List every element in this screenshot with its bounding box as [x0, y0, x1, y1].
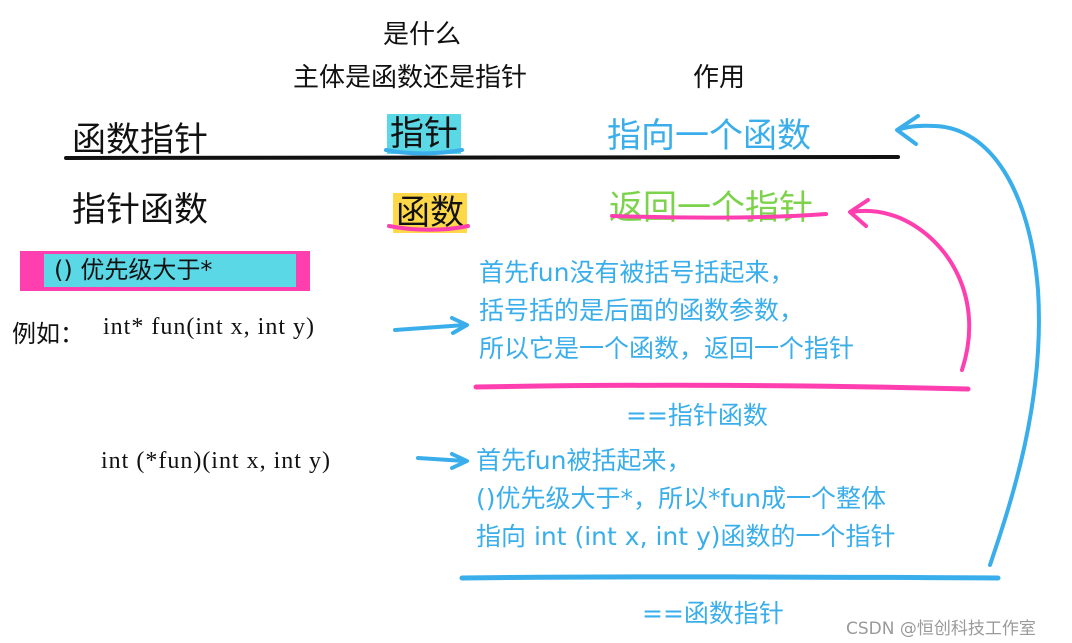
- example-1-code: int* fun(int x, int y): [103, 314, 315, 340]
- arrow-example-2: [416, 456, 467, 463]
- example-2-code: int (*fun)(int x, int y): [101, 448, 331, 474]
- watermark: CSDN @恒创科技工作室: [846, 619, 1036, 639]
- pink-curve-arrow: [850, 208, 972, 372]
- example-2-equals: ==函数指针: [642, 599, 784, 628]
- example-1-equals: ==指针函数: [626, 401, 768, 430]
- header-subject-question: 主体是函数还是指针: [293, 63, 528, 93]
- example-1-line-2: 括号括的是后面的函数参数，: [479, 296, 805, 325]
- underline-pointer: [384, 148, 464, 156]
- header-function-role: 作用: [693, 63, 746, 93]
- example-2-explanation: 首先fun被括起来， ()优先级大于*，所以*fun成一个整体 指向 int (…: [476, 442, 896, 556]
- example-label: 例如：: [12, 320, 84, 348]
- example-2-line-1: 首先fun被括起来，: [476, 446, 692, 475]
- subject-pointer-text: 指针: [387, 114, 461, 154]
- underline-example-2: [459, 574, 1001, 581]
- underline-function: [387, 224, 470, 232]
- role-points-to-function: 指向一个函数: [607, 116, 811, 156]
- example-2-line-2: ()优先级大于*，所以*fun成一个整体: [476, 484, 886, 513]
- role-returns-pointer: 返回一个指针: [609, 188, 813, 228]
- term-pointer-function: 指针函数: [72, 190, 208, 230]
- example-1-line-1: 首先fun没有被括号括起来，: [479, 258, 795, 287]
- example-1-explanation: 首先fun没有被括号括起来， 括号括的是后面的函数参数， 所以它是一个函数，返回…: [479, 254, 854, 368]
- arrow-example-1: [393, 323, 467, 332]
- blue-curve-arrow: [896, 123, 1041, 567]
- term-function-pointer: 函数指针: [72, 120, 208, 160]
- subject-pointer: 指针: [387, 106, 461, 155]
- divider-line: [64, 155, 900, 160]
- header-what-is-it: 是什么: [383, 20, 462, 50]
- precedence-rule-text: () 优先级大于*: [44, 254, 296, 287]
- underline-example-1: [473, 382, 971, 392]
- precedence-rule-box: () 优先级大于*: [20, 251, 310, 291]
- underline-return-pointer: [610, 212, 828, 220]
- example-2-line-3: 指向 int (int x, int y)函数的一个指针: [476, 522, 896, 551]
- example-1-line-3: 所以它是一个函数，返回一个指针: [479, 334, 855, 363]
